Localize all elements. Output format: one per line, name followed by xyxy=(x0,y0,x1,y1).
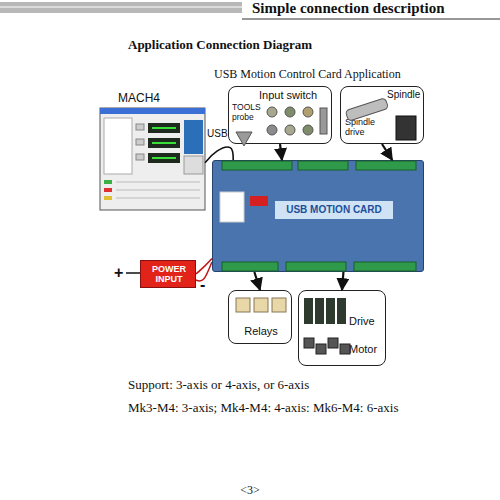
status-led xyxy=(104,196,112,200)
screen-button xyxy=(136,139,144,145)
cable xyxy=(196,259,212,274)
screen-row xyxy=(116,182,200,183)
part-name: TOOLS probe xyxy=(232,103,268,123)
relay-box: Relays xyxy=(228,290,292,344)
input-box: Input switchTOOLS probe xyxy=(228,86,332,144)
power-wire xyxy=(126,272,140,274)
dro-display xyxy=(148,138,180,148)
box-heading: Motor xyxy=(349,343,385,356)
screen-row xyxy=(116,190,200,191)
motion-card: USB MOTION CARD xyxy=(212,160,424,272)
window-titlebar xyxy=(100,108,205,114)
dro-digits xyxy=(152,127,176,129)
status-led xyxy=(104,188,112,192)
dro-display xyxy=(148,153,180,163)
signal-arrow xyxy=(382,144,392,160)
support-note: Support: 3-axis or 4-axis, or 6-axis xyxy=(128,378,488,393)
section-subtitle: USB Motion Control Card Application xyxy=(214,68,484,82)
card-label: USB MOTION CARD xyxy=(275,201,393,219)
status-led xyxy=(104,180,112,184)
signal-arrow xyxy=(342,272,343,290)
screen-panel xyxy=(184,156,203,174)
polarity-mark: - xyxy=(200,276,212,294)
header-rule xyxy=(242,18,500,19)
header-stripe xyxy=(0,7,242,8)
box-heading: Drive xyxy=(349,315,385,328)
polarity-mark: + xyxy=(114,264,128,282)
page-header: Simple connection description xyxy=(252,0,500,17)
dro-digits xyxy=(152,157,176,159)
signal-arrow xyxy=(280,144,282,160)
software-screen-node: MACH4 xyxy=(100,92,205,210)
dro-display xyxy=(148,123,180,133)
toolpath-view xyxy=(184,120,203,154)
signal-arrow xyxy=(254,272,260,290)
power-label: POWER INPUT xyxy=(141,264,197,285)
dro-digits xyxy=(152,142,176,144)
connector-label: USB xyxy=(207,128,235,140)
part-name: Spindle drive xyxy=(345,117,389,138)
screen-panel xyxy=(104,118,132,174)
power-box: POWER INPUT xyxy=(140,260,196,288)
software-name: MACH4 xyxy=(118,92,178,106)
model-note: Mk3-M4: 3-axis; Mk4-M4: 4-axis: Mk6-M4: … xyxy=(128,401,488,416)
screen-button xyxy=(136,124,144,130)
drive-box: DriveMotor xyxy=(298,290,386,366)
box-heading: Spindle xyxy=(387,89,425,101)
diagram-title: Application Connection Diagram xyxy=(128,38,408,53)
box-heading: Input switch xyxy=(259,89,331,102)
spindle-box: SpindleSpindle drive xyxy=(340,86,424,144)
page-number: <3> xyxy=(230,484,270,498)
box-heading: Relays xyxy=(229,325,293,338)
screen-button xyxy=(136,154,144,160)
software-screen xyxy=(100,108,205,210)
screen-row xyxy=(116,198,200,199)
header-band xyxy=(0,2,242,13)
